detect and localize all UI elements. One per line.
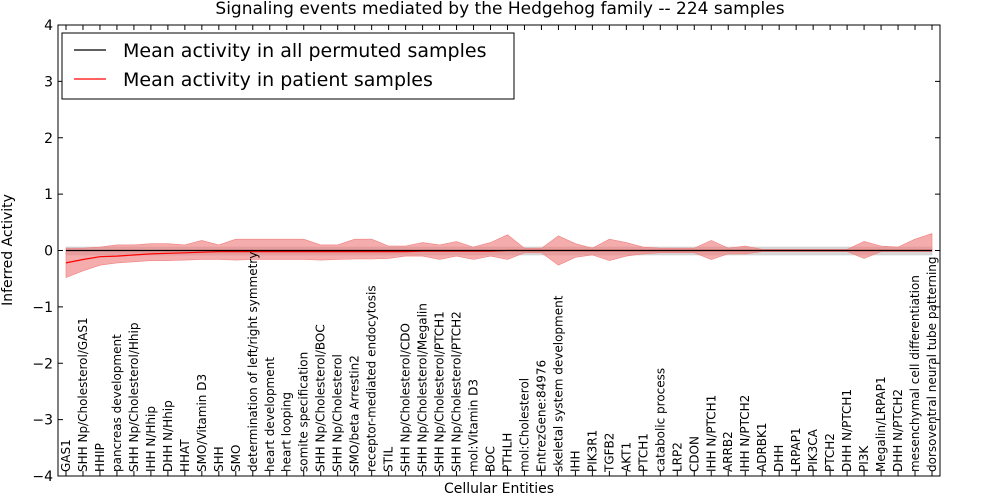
x-tick-label: Megalin/LRPAP1 [874,376,888,472]
x-tick-label: PI3K [857,445,871,472]
x-tick-label: IHH N/Hhip [144,406,158,472]
x-tick-label: SMO/beta Arrestin2 [348,355,362,472]
y-axis-label: Inferred Activity [0,194,16,306]
x-tick-label: SHH Np/Cholesterol [331,354,345,472]
legend-box [61,32,515,100]
y-tick-label: 3 [44,74,53,90]
y-tick-label: 4 [44,18,53,34]
x-tick-label: determination of left/right symmetry [246,252,260,472]
x-tick-label: PIK3R1 [585,430,599,472]
x-tick-label: TGFB2 [602,433,616,473]
x-tick-label: PTHLH [500,433,514,472]
x-tick-label: SHH Np/Cholesterol/Hhip [127,323,141,472]
x-tick-label: HHIP [93,443,107,472]
x-tick-label: HHAT [178,439,192,472]
x-tick-label: mesenchymal cell differentiation [908,275,922,472]
x-tick-label: DHH N/PTCH1 [840,389,854,472]
x-tick-label: pancreas development [110,334,124,472]
y-tick-label: −3 [32,413,53,429]
x-tick-label: SHH Np/Cholesterol/PTCH2 [450,311,464,472]
x-tick-label: IHH N/PTCH1 [704,395,718,472]
y-tick-label: 0 [44,244,53,260]
x-tick-label: AKT1 [619,442,633,472]
series-lines [65,249,932,264]
x-tick-label: LRPAP1 [789,427,803,472]
x-tick-label: catabolic process [653,368,667,472]
x-tick-label: skeletal system development [551,295,565,472]
x-tick-label: LRP2 [670,442,684,472]
x-tick-label: mol:Vitamin D3 [467,379,481,472]
x-tick-label: GAS1 [59,439,73,472]
x-tick-label: SHH [212,446,226,472]
x-tick-label: SMO [229,445,243,472]
x-tick-label: mol:Cholesterol [517,378,531,472]
y-tick-label: 1 [44,187,53,203]
chart-title: Signaling events mediated by the Hedgeho… [215,0,784,19]
x-tick-label: ARRB2 [721,431,735,472]
x-tick-label: BOC [484,446,498,472]
legend-label-patient: Mean activity in patient samples [123,69,433,91]
x-axis-label: Cellular Entities [444,481,554,497]
y-tick-label: 2 [44,131,53,147]
x-tick-label: somite specification [297,352,311,472]
x-tick-label: IHH [568,450,582,472]
x-tick-label: SHH Np/Cholesterol/GAS1 [76,317,90,472]
x-tick-label: PTCH1 [636,433,650,472]
x-tick-label: DHH [772,445,786,472]
x-tick-label: SHH Np/Cholesterol/BOC [314,324,328,472]
x-tick-label: PTCH2 [823,433,837,472]
y-tick-label: −1 [32,300,53,316]
x-tick-label: EntrezGene:84976 [534,360,548,472]
confidence-bands [65,233,933,279]
x-tick-label: IHH N/PTCH2 [738,395,752,472]
x-tick-label: CDON [687,436,701,472]
x-tick-label: heart looping [280,392,294,472]
x-tick-label: DHH N/PTCH2 [891,389,905,472]
x-tick-label: STIL [382,447,396,472]
x-tick-label: PIK3CA [806,428,820,472]
x-tick-label: ADRBK1 [755,422,769,472]
x-tick-label: dorsoventral neural tube patterning [925,256,939,472]
legend: Mean activity in all permuted samples Me… [61,32,515,100]
x-tick-label: SHH Np/Cholesterol/PTCH1 [433,311,447,472]
x-tick-label: heart development [263,357,277,472]
y-tick-label: −2 [32,356,53,372]
x-tick-label: SHH Np/Cholesterol/CDO [399,323,413,472]
x-tick-label: receptor-mediated endocytosis [365,285,379,472]
legend-label-permuted: Mean activity in all permuted samples [123,40,486,62]
x-tick-label: DHH N/Hhip [161,400,175,472]
y-tick-label: −4 [32,469,53,485]
x-tick-label: SMO/Vitamin D3 [195,374,209,472]
band-series-1 [65,233,933,279]
plot-frame [57,24,941,477]
x-tick-label: SHH Np/Cholesterol/Megalin [416,303,430,472]
